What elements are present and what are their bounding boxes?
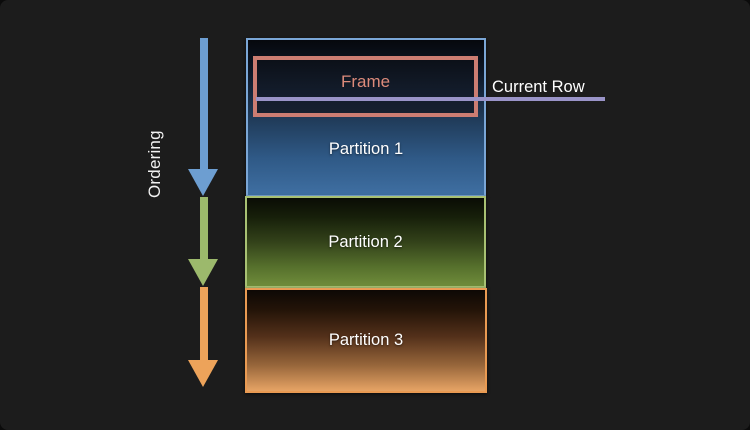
arrow-head (188, 360, 218, 387)
current-row-line (256, 97, 605, 101)
arrow-shaft (199, 287, 208, 360)
frame-box (253, 56, 478, 117)
ordering-arrow-orange-icon (188, 287, 219, 387)
arrow-shaft (199, 38, 208, 169)
ordering-arrow-green-icon (188, 197, 219, 286)
partition-label-2: Partition 2 (328, 232, 403, 251)
current-row-label: Current Row (492, 78, 585, 96)
ordering-arrow-blue-icon (188, 38, 219, 196)
partition-label-3: Partition 3 (328, 331, 404, 349)
ordering-axis-label: Ordering (145, 130, 164, 198)
arrow-head (188, 259, 218, 286)
arrow-shaft (199, 197, 208, 259)
partition-box-3: Partition 3 (245, 288, 487, 393)
partition-box-2: Partition 2 (245, 196, 486, 288)
partition-label-1: Partition 1 (328, 140, 404, 158)
arrow-head (188, 169, 218, 196)
